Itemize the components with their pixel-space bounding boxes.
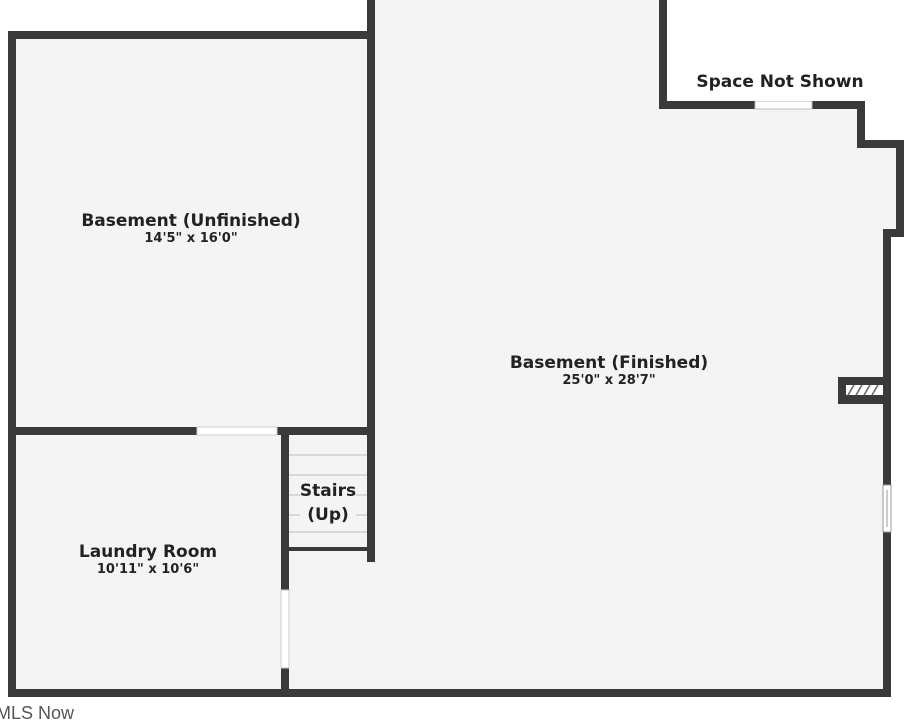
room-name: Laundry Room bbox=[78, 542, 218, 562]
doors-windows bbox=[196, 100, 892, 669]
room-dimensions: 14'5" x 16'0" bbox=[144, 231, 238, 246]
chimney-icon bbox=[846, 384, 883, 396]
stairs-label: Stairs bbox=[299, 479, 357, 503]
floor-area bbox=[12, 0, 900, 693]
room-name: Basement (Unfinished) bbox=[81, 211, 301, 231]
room-laundry: Laundry Room 10'11" x 10'6" bbox=[79, 542, 217, 577]
room-basement-unfinished: Basement (Unfinished) 14'5" x 16'0" bbox=[81, 211, 300, 246]
room-dimensions: 10'11" x 10'6" bbox=[96, 562, 200, 577]
room-stairs: Stairs (Up) bbox=[299, 479, 357, 527]
stairs-direction: (Up) bbox=[299, 503, 357, 527]
room-dimensions: 25'0" x 28'7" bbox=[562, 373, 656, 388]
space-not-shown-label: Space Not Shown bbox=[696, 72, 864, 92]
watermark: MLS Now bbox=[0, 703, 75, 723]
room-basement-finished: Basement (Finished) 25'0" x 28'7" bbox=[510, 353, 708, 388]
room-name: Basement (Finished) bbox=[509, 353, 709, 373]
